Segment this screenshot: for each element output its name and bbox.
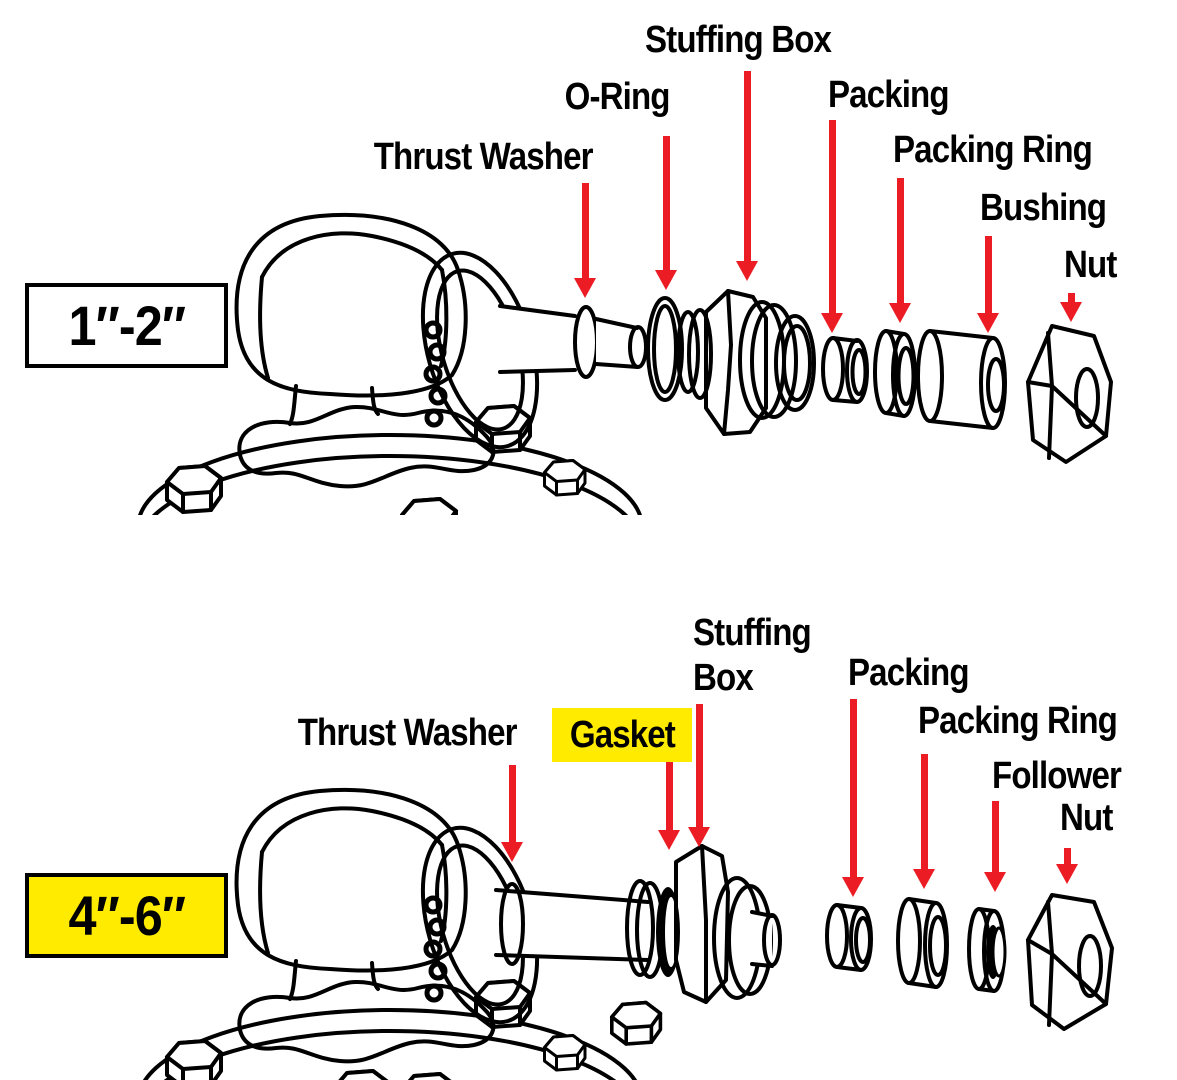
label-nut-top: Nut <box>1064 244 1117 286</box>
gasket-highlight-box: Gasket <box>552 708 692 762</box>
arrow-stuffing-box-top <box>736 71 758 281</box>
part-packing-ring-bottom <box>896 897 949 989</box>
arrow-thrust-washer-top <box>574 183 596 298</box>
part-thrust-washer-bottom <box>499 882 525 966</box>
exploded-drawing-top <box>0 0 1113 540</box>
part-stem-top <box>498 304 648 379</box>
arrow-packing-bottom <box>842 699 864 897</box>
size-range-box-bottom: 4″-6″ <box>25 873 228 958</box>
part-nut-bottom <box>1026 893 1114 1031</box>
label-packing-ring-bottom: Packing Ring <box>918 700 1118 742</box>
part-packing-top <box>821 336 869 404</box>
part-stuffing-box-top <box>676 289 816 436</box>
label-gasket: Gasket <box>569 714 675 756</box>
part-o-ring <box>646 296 684 402</box>
label-packing-ring-top: Packing Ring <box>893 129 1093 171</box>
arrow-gasket <box>658 762 680 850</box>
label-thrust-washer-bottom: Thrust Washer <box>298 712 518 754</box>
part-packing-bottom <box>825 903 873 972</box>
arrow-follower <box>984 801 1006 892</box>
label-o-ring: O-Ring <box>565 76 671 118</box>
label-follower: Follower <box>992 755 1122 797</box>
arrow-bushing <box>977 236 999 333</box>
part-follower <box>967 907 1007 993</box>
label-packing-top: Packing <box>828 74 950 116</box>
label-thrust-washer-top: Thrust Washer <box>374 136 594 178</box>
label-packing-bottom: Packing <box>848 652 970 694</box>
arrow-packing-ring-top <box>889 178 911 323</box>
arrow-packing-ring-bottom <box>913 754 935 889</box>
size-range-label-bottom: 4″-6″ <box>68 884 186 947</box>
arrow-stuffing-box-bottom <box>688 704 710 847</box>
label-bushing: Bushing <box>980 187 1107 229</box>
part-stuffing-box-assembly <box>625 844 782 1004</box>
arrow-nut-bottom <box>1056 848 1078 884</box>
arrow-packing-top <box>821 120 843 333</box>
part-stem-bottom <box>494 882 650 966</box>
part-packing-ring-top <box>873 329 917 418</box>
size-range-box-top: 1″-2″ <box>25 283 228 368</box>
label-stuffing-box-top: Stuffing Box <box>645 19 832 61</box>
arrow-thrust-washer-bottom <box>501 765 523 862</box>
arrow-nut-top <box>1060 293 1082 322</box>
label-stuffing-box-bottom: Stuffing Box <box>693 612 812 699</box>
arrow-o-ring <box>655 136 677 290</box>
size-range-label-top: 1″-2″ <box>68 294 186 357</box>
part-bushing <box>916 329 1007 430</box>
exploded-drawing-bottom <box>0 540 1114 1080</box>
part-nut-top <box>1026 324 1113 464</box>
part-thrust-washer-top <box>573 305 599 379</box>
label-nut-bottom: Nut <box>1060 797 1113 839</box>
